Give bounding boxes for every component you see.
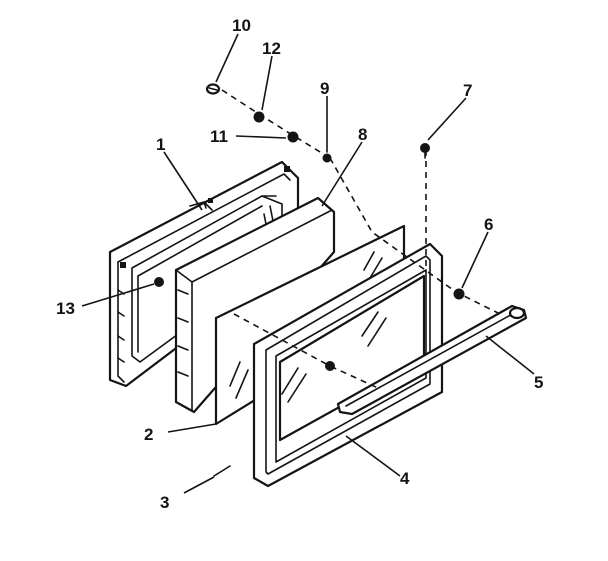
callout-10: 10 [232,16,251,35]
clip-13-icon [154,277,164,287]
glass-retainer-icon [325,361,335,371]
callout-12: 12 [262,39,281,58]
hardware [154,83,465,477]
callout-5: 5 [534,373,543,392]
callout-4: 4 [400,469,410,488]
callout-7: 7 [463,81,472,100]
screw-7-icon [420,143,430,159]
callout-9: 9 [320,79,329,98]
door-handle [336,304,528,416]
callout-8: 8 [358,125,367,144]
nut-11-icon [287,131,299,143]
callout-1: 1 [156,135,165,154]
callout-2: 2 [144,425,153,444]
assembly-centerlines [221,89,501,389]
callout-13: 13 [56,299,75,318]
callout-3: 3 [160,493,169,512]
callout-labels: 1 2 3 4 5 6 7 8 9 10 11 12 13 [56,16,543,512]
outer-door-frame [252,242,444,488]
screw-9-icon [322,117,332,163]
callout-11: 11 [210,127,228,146]
screw-3-icon [213,465,231,477]
leader-lines [81,33,535,494]
washer-12-icon [253,111,265,123]
callout-6: 6 [484,215,493,234]
clip-6-icon [453,288,465,300]
screw-10-icon [205,83,221,95]
